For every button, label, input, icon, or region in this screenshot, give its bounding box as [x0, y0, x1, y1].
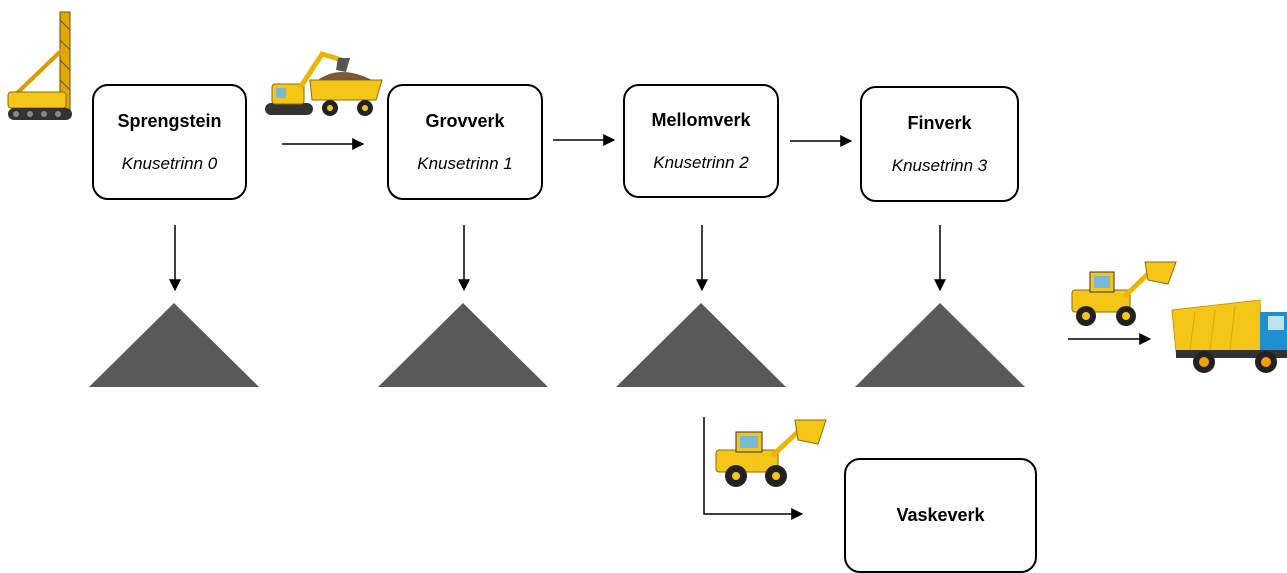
- stage-box-vaskeverk: Vaskeverk: [844, 458, 1037, 573]
- stage-box-grovverk: Grovverk Knusetrinn 1: [387, 84, 543, 200]
- stockpile-3: [855, 303, 1025, 387]
- stage-box-mellomverk: Mellomverk Knusetrinn 2: [623, 84, 779, 198]
- stage-subtitle: Knusetrinn 3: [891, 155, 988, 175]
- stage-title: Mellomverk: [651, 109, 751, 130]
- stage-box-finverk: Finverk Knusetrinn 3: [860, 86, 1019, 202]
- stockpile-2: [616, 303, 786, 387]
- stage-subtitle: Knusetrinn 2: [653, 152, 749, 172]
- dump-truck-icon: [1171, 299, 1287, 373]
- stage-box-sprengstein: Sprengstein Knusetrinn 0: [92, 84, 247, 200]
- vaskeverk-title: Vaskeverk: [896, 505, 985, 525]
- stage-subtitle: Knusetrinn 1: [417, 153, 513, 173]
- stage-subtitle: Knusetrinn 0: [121, 153, 218, 173]
- wheel-loader-icon: [1071, 261, 1177, 326]
- stage-title: Grovverk: [425, 110, 505, 131]
- excavator-dump-truck-icon: [265, 51, 383, 116]
- arrow-to-vaskeverk: [703, 417, 804, 520]
- stockpile-1: [378, 303, 548, 387]
- drill-rig-icon: [7, 11, 72, 120]
- wheel-loader-icon-2: [715, 419, 827, 487]
- stage-title: Sprengstein: [117, 110, 222, 131]
- stockpile-0: [89, 303, 259, 387]
- stage-title: Finverk: [907, 112, 972, 133]
